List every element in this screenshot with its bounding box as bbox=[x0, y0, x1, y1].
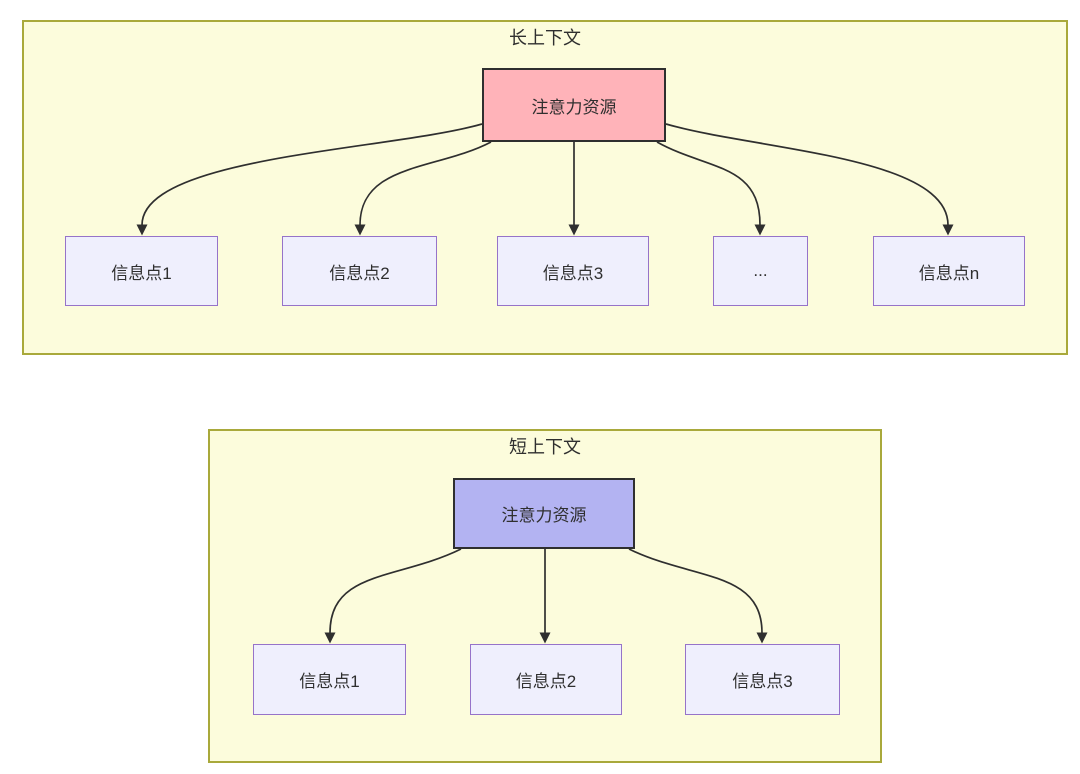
short-info-node-3: 信息点3 bbox=[685, 644, 840, 715]
short-info-node-2: 信息点2 bbox=[470, 644, 622, 715]
long-context-title: 长上下文 bbox=[509, 28, 581, 48]
long-info-node-ellipsis: ... bbox=[713, 236, 808, 306]
long-info-node-n: 信息点n bbox=[873, 236, 1025, 306]
long-info-node-2: 信息点2 bbox=[282, 236, 437, 306]
long-attention-box: 注意力资源 bbox=[482, 68, 666, 142]
short-context-title: 短上下文 bbox=[509, 437, 581, 457]
long-info-node-1: 信息点1 bbox=[65, 236, 218, 306]
short-attention-box: 注意力资源 bbox=[453, 478, 635, 549]
short-info-node-1: 信息点1 bbox=[253, 644, 406, 715]
long-info-node-3: 信息点3 bbox=[497, 236, 649, 306]
